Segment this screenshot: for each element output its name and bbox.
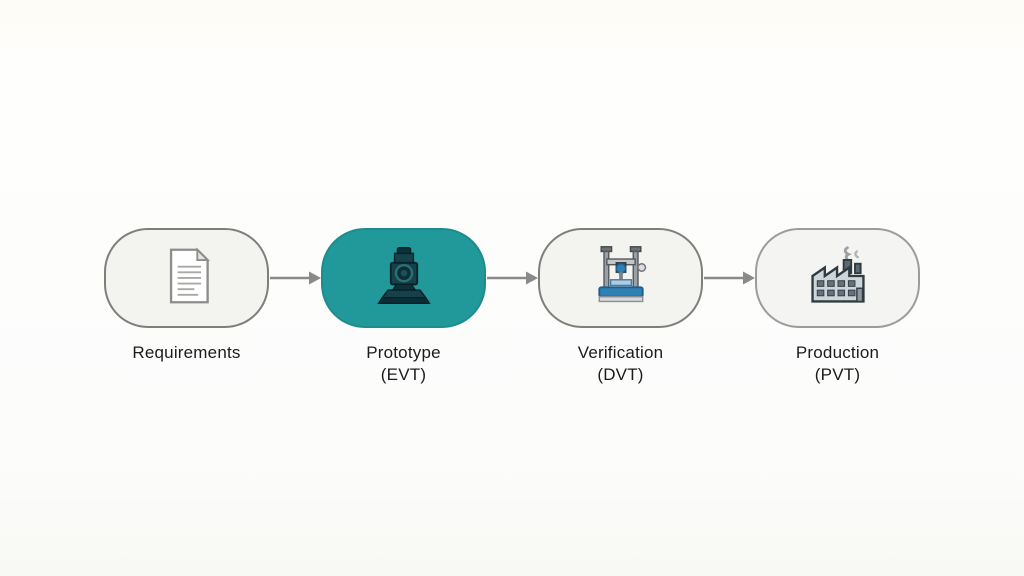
verification-label: Verification (DVT) [578,342,664,387]
test-machine-icon [588,243,654,314]
prototype-box [321,228,486,328]
stage-title: Verification [577,343,664,362]
stage-title: Prototype [366,343,441,362]
flow-row: Requirements [104,228,920,387]
stage-requirements: Requirements [104,228,269,364]
stage-subtitle: (DVT) [597,365,644,385]
stage-title: Production [795,343,880,362]
stage-production: Production (PVT) [755,228,920,387]
stage-subtitle: (EVT) [380,365,427,385]
stage-prototype: Prototype (EVT) [321,228,486,387]
machine-icon [371,243,437,314]
stage-subtitle: (PVT) [814,365,861,385]
stage-title: Requirements [132,343,241,362]
requirements-box [104,228,269,328]
arrow-icon [269,270,321,286]
verification-box [538,228,703,328]
production-label: Production (PVT) [796,342,879,387]
factory-icon [805,243,871,314]
prototype-label: Prototype (EVT) [366,342,441,387]
requirements-label: Requirements [132,342,240,364]
production-box [755,228,920,328]
stage-verification: Verification (DVT) [538,228,703,387]
arrow-icon [486,270,538,286]
document-icon [157,244,217,313]
arrow-icon [703,270,755,286]
